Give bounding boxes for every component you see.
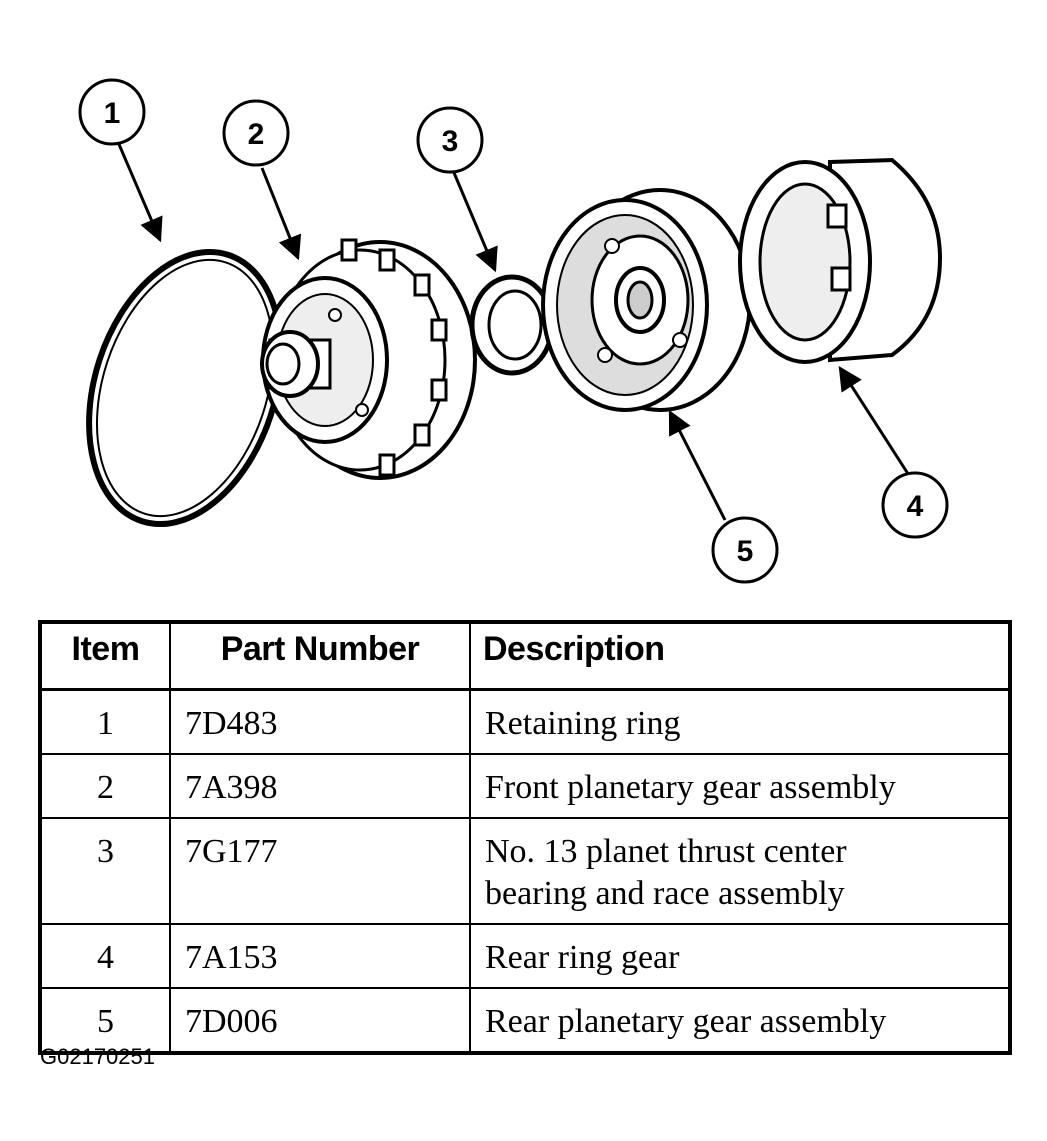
- exploded-diagram: 1 2 3 4 5: [78, 78, 949, 584]
- row-description: Rear ring gear: [469, 923, 1011, 989]
- row-part-number: 7A153: [169, 923, 471, 989]
- callout-5: 5: [711, 516, 779, 584]
- callout-2-label: 2: [248, 118, 265, 151]
- row-description: No. 13 planet thrust center bearing and …: [469, 817, 1011, 925]
- header-description: Description: [469, 621, 1011, 691]
- callout-4: 4: [881, 471, 949, 539]
- row-description: Retaining ring: [469, 688, 1011, 755]
- table-row: 1 7D483 Retaining ring: [39, 688, 1011, 755]
- row-description-line-1: No. 13 planet thrust center: [485, 833, 847, 870]
- table-header-row: Item Part Number Description: [39, 621, 1011, 691]
- row-description: Rear planetary gear assembly: [469, 987, 1011, 1054]
- callout-arrows: [116, 141, 914, 521]
- callout-2: 2: [222, 99, 290, 167]
- table-row: 5 7D006 Rear planetary gear assembly: [39, 987, 1011, 1054]
- row-description-line-2: bearing and race assembly: [485, 875, 845, 912]
- table-row: 3 7G177 No. 13 planet thrust center bear…: [39, 817, 1011, 925]
- row-item: 5: [39, 987, 171, 1054]
- callout-5-label: 5: [737, 535, 754, 568]
- row-item: 4: [39, 923, 171, 989]
- table-row: 4 7A153 Rear ring gear: [39, 923, 1011, 989]
- header-part-number: Part Number: [169, 621, 471, 691]
- front-planetary-gear-drawing: [260, 238, 477, 480]
- thrust-bearing-drawing: [469, 274, 555, 376]
- row-description: Front planetary gear assembly: [469, 753, 1011, 819]
- rear-planetary-gear-drawing: [541, 188, 752, 412]
- row-part-number: 7D006: [169, 987, 471, 1054]
- figure-code: G02170251: [40, 1044, 155, 1069]
- row-item: 2: [39, 753, 171, 819]
- callout-1-label: 1: [104, 97, 121, 130]
- rear-ring-gear-drawing: [738, 157, 943, 364]
- row-item: 1: [39, 688, 171, 755]
- table-row: 2 7A398 Front planetary gear assembly: [39, 753, 1011, 819]
- row-part-number: 7A398: [169, 753, 471, 819]
- header-item: Item: [39, 621, 171, 691]
- row-item: 3: [39, 817, 171, 925]
- callout-3: 3: [416, 106, 484, 174]
- row-part-number: 7D483: [169, 688, 471, 755]
- callout-1: 1: [78, 78, 146, 146]
- retaining-ring-drawing: [86, 248, 284, 528]
- parts-table: Item Part Number Description 1 7D483 Ret…: [38, 620, 1012, 1055]
- row-part-number: 7G177: [169, 817, 471, 925]
- callout-3-label: 3: [442, 125, 459, 158]
- callout-4-label: 4: [907, 490, 924, 523]
